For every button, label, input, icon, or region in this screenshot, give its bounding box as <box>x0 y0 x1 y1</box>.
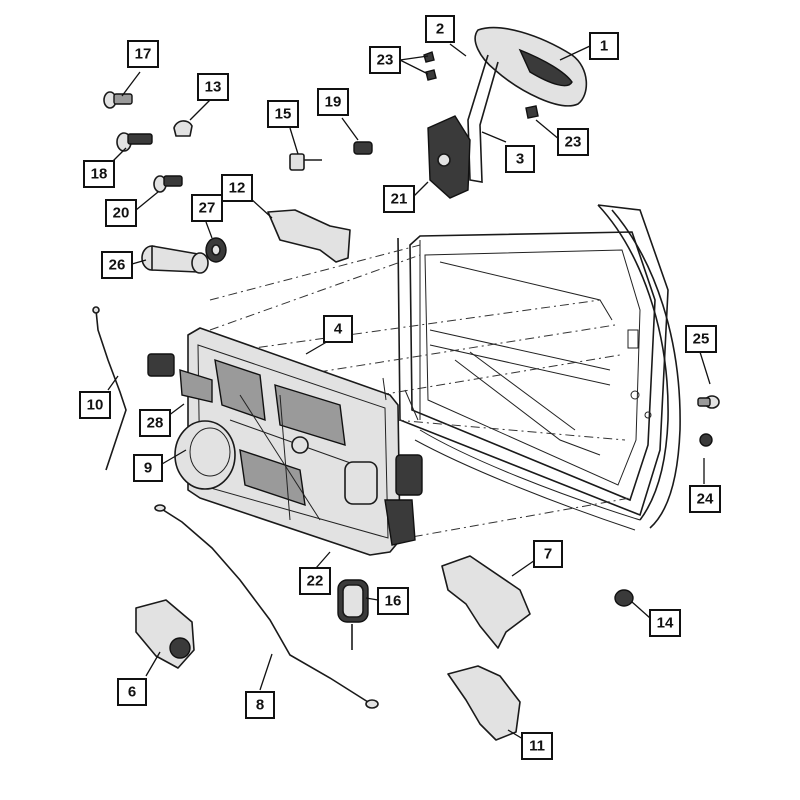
callout-7: 7 <box>533 540 563 568</box>
callout-number: 9 <box>144 460 152 477</box>
callout-2: 2 <box>425 15 455 43</box>
callout-25: 25 <box>685 325 717 353</box>
seal-part-27 <box>205 237 227 263</box>
callout-18: 18 <box>83 160 115 188</box>
door-shell <box>397 204 681 531</box>
latch-rod-part-3 <box>467 54 499 183</box>
callout-14: 14 <box>649 609 681 637</box>
callout-21: 21 <box>383 185 415 213</box>
callout-11: 11 <box>521 732 553 760</box>
callout-6: 6 <box>117 678 147 706</box>
callout-number: 26 <box>109 257 126 274</box>
callout-10: 10 <box>79 391 111 419</box>
door-latch-part-21 <box>427 115 471 199</box>
screw-part-24 <box>699 433 713 447</box>
callout-12: 12 <box>221 174 253 202</box>
callout-number: 11 <box>529 738 545 755</box>
callout-number: 19 <box>325 94 342 111</box>
cylinder-part-26 <box>141 245 209 274</box>
alignment-lines <box>209 244 631 541</box>
callout-number: 20 <box>113 205 130 222</box>
callout-4: 4 <box>323 315 353 343</box>
clip-part-19 <box>353 141 373 155</box>
callout-number: 6 <box>128 684 136 701</box>
grommet-part-14 <box>614 589 634 607</box>
callout-17: 17 <box>127 40 159 68</box>
callout-number: 28 <box>147 415 164 432</box>
callout-16: 16 <box>377 587 409 615</box>
callout-number: 23 <box>377 52 394 69</box>
screws-part-23 <box>423 51 539 119</box>
callout-number: 24 <box>697 491 714 508</box>
callout-number: 15 <box>275 106 292 123</box>
callout-8: 8 <box>245 691 275 719</box>
callout-28: 28 <box>139 409 171 437</box>
callout-number: 22 <box>307 573 324 590</box>
callout-number: 10 <box>87 397 104 414</box>
pull-handle-part-12 <box>267 209 351 263</box>
bolt-part-20 <box>153 175 183 193</box>
callout-number: 2 <box>436 21 444 38</box>
motor-part-6 <box>135 599 195 669</box>
callout-number: 27 <box>199 200 216 217</box>
cable-part-10 <box>95 309 127 471</box>
callout-number: 25 <box>693 331 710 348</box>
callout-number: 7 <box>544 546 552 563</box>
pin-part-15 <box>289 153 322 171</box>
callout-24: 24 <box>689 485 721 513</box>
door-module-panel <box>147 327 423 556</box>
exterior-handle-part-1 <box>474 26 588 107</box>
callout-number: 12 <box>229 180 246 197</box>
callout-13: 13 <box>197 73 229 101</box>
callout-15: 15 <box>267 100 299 128</box>
callout-number: 18 <box>91 166 108 183</box>
callout-22: 22 <box>299 567 331 595</box>
screw-part-25 <box>697 395 720 409</box>
callout-number: 17 <box>135 46 152 63</box>
cable-part-8 <box>159 507 369 703</box>
callout-3: 3 <box>505 145 535 173</box>
callout-number: 16 <box>385 593 402 610</box>
callout-1: 1 <box>589 32 619 60</box>
speaker-part-9 <box>174 420 236 490</box>
callout-20: 20 <box>105 199 137 227</box>
callout-number: 14 <box>657 615 674 632</box>
callout-19: 19 <box>317 88 349 116</box>
callout-number: 8 <box>256 697 264 714</box>
callout-23b: 23 <box>557 128 589 156</box>
callout-9: 9 <box>133 454 163 482</box>
callout-number: 4 <box>334 321 343 338</box>
clip-part-13 <box>173 120 193 137</box>
callout-number: 3 <box>516 151 524 168</box>
bolt-part-18 <box>116 132 153 152</box>
callout-27: 27 <box>191 194 223 222</box>
callout-23a: 23 <box>369 46 401 74</box>
callout-number: 23 <box>565 134 582 151</box>
callout-number: 1 <box>600 38 608 55</box>
bracket-part-7 <box>441 555 531 649</box>
callout-number: 21 <box>391 191 408 208</box>
callout-number: 13 <box>205 79 222 96</box>
bolt-part-17 <box>103 91 133 109</box>
bracket-part-11 <box>447 665 521 741</box>
callout-26: 26 <box>101 251 133 279</box>
